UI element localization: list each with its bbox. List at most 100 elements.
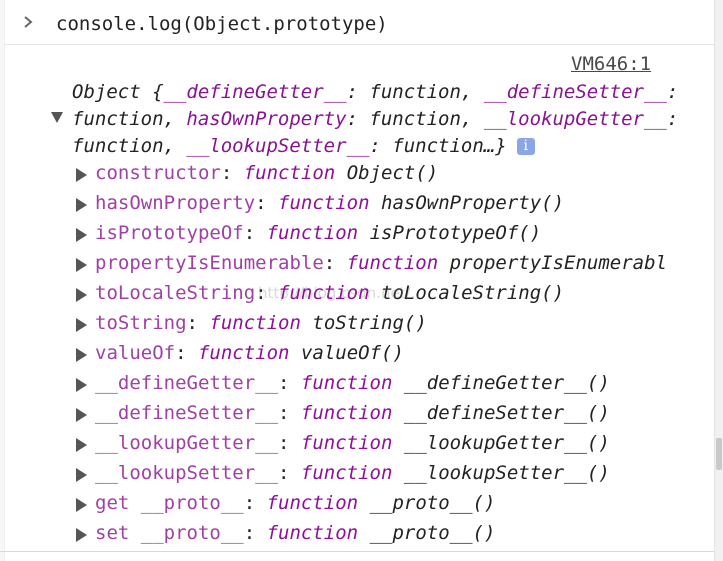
- vertical-scrollbar[interactable]: [714, 0, 723, 561]
- spacer: [335, 162, 346, 184]
- object-summary[interactable]: Object {__defineGetter__: function, __de…: [72, 79, 712, 160]
- triangle-right-icon[interactable]: [76, 408, 87, 422]
- function-keyword: function: [300, 432, 393, 454]
- triangle-right-icon[interactable]: [76, 288, 87, 302]
- triangle-right-icon[interactable]: [76, 198, 87, 212]
- function-keyword: function: [266, 522, 359, 544]
- property-colon: :: [186, 312, 210, 334]
- spacer: [438, 252, 449, 274]
- triangle-right-icon[interactable]: [76, 438, 87, 452]
- property-row[interactable]: isPrototypeOf: function isPrototypeOf(): [76, 220, 716, 250]
- summary-text: :: [666, 108, 679, 130]
- property-text: __lookupSetter__: function __lookupSette…: [95, 462, 610, 484]
- property-row[interactable]: __lookupGetter__: function __lookupGette…: [76, 430, 716, 460]
- property-row[interactable]: __defineSetter__: function __defineSette…: [76, 400, 716, 430]
- function-name: __proto__(): [369, 492, 496, 514]
- spacer: [358, 492, 369, 514]
- property-row[interactable]: toLocaleString: function toLocaleString(…: [76, 280, 716, 310]
- triangle-right-icon[interactable]: [76, 378, 87, 392]
- triangle-right-icon[interactable]: [76, 168, 87, 182]
- property-key: get __proto__: [95, 492, 244, 514]
- spacer: [370, 192, 381, 214]
- spacer: [392, 372, 403, 394]
- function-keyword: function: [300, 402, 393, 424]
- function-keyword: function: [278, 192, 370, 214]
- property-row[interactable]: valueOf: function valueOf(): [76, 340, 716, 370]
- function-keyword: function: [266, 492, 359, 514]
- summary-line: function, hasOwnProperty: function, __lo…: [72, 106, 712, 133]
- summary-text: function,: [72, 108, 187, 130]
- triangle-right-icon[interactable]: [76, 228, 87, 242]
- triangle-right-icon[interactable]: [76, 468, 87, 482]
- function-name: hasOwnProperty(): [381, 192, 565, 214]
- spacer: [392, 462, 403, 484]
- property-text: propertyIsEnumerable: function propertyI…: [95, 252, 667, 274]
- property-key: set __proto__: [95, 522, 244, 544]
- property-colon: :: [323, 252, 347, 274]
- property-row[interactable]: propertyIsEnumerable: function propertyI…: [76, 250, 716, 280]
- property-key: valueOf: [95, 342, 176, 364]
- property-key: __lookupSetter__: [95, 462, 279, 484]
- function-name: toString(): [312, 312, 427, 334]
- function-name: __defineGetter__(): [403, 372, 610, 394]
- property-row[interactable]: __lookupSetter__: function __lookupSette…: [76, 460, 716, 490]
- property-row[interactable]: get __proto__: function __proto__(): [76, 490, 716, 520]
- triangle-right-icon[interactable]: [76, 318, 87, 332]
- property-colon: :: [278, 402, 301, 424]
- summary-text: : function,: [346, 81, 484, 103]
- property-colon: :: [175, 342, 198, 364]
- info-icon[interactable]: i: [516, 138, 535, 155]
- property-text: __defineSetter__: function __defineSette…: [95, 402, 610, 424]
- summary-text: :: [666, 81, 679, 103]
- scrollbar-thumb[interactable]: [716, 438, 722, 470]
- summary-text: : function,: [346, 108, 484, 130]
- console-divider: [0, 551, 715, 552]
- function-name: __defineSetter__(): [403, 402, 610, 424]
- property-list: constructor: function Object() hasOwnProp…: [76, 160, 716, 550]
- property-colon: :: [243, 492, 267, 514]
- source-location-link[interactable]: VM646:1: [571, 53, 652, 75]
- function-keyword: function: [266, 222, 359, 244]
- property-text: toString: function toString(): [95, 312, 427, 334]
- property-colon: :: [220, 162, 244, 184]
- function-name: toLocaleString(): [381, 282, 565, 304]
- property-key: __defineGetter__: [95, 372, 279, 394]
- triangle-right-icon[interactable]: [76, 348, 87, 362]
- summary-text: function,: [72, 135, 187, 157]
- console-input-row[interactable]: console.log(Object.prototype): [4, 0, 715, 45]
- function-name: __lookupGetter__(): [403, 432, 610, 454]
- function-keyword: function: [278, 282, 370, 304]
- spacer: [358, 522, 369, 544]
- function-keyword: function: [209, 312, 301, 334]
- triangle-right-icon[interactable]: [76, 258, 87, 272]
- property-row[interactable]: set __proto__: function __proto__(): [76, 520, 716, 550]
- triangle-right-icon[interactable]: [76, 528, 87, 542]
- function-name: valueOf(): [300, 342, 404, 364]
- function-name: propertyIsEnumerabl: [449, 252, 667, 274]
- summary-key: hasOwnProperty: [186, 108, 347, 130]
- property-text: constructor: function Object(): [95, 162, 438, 184]
- property-key: isPrototypeOf: [95, 222, 244, 244]
- property-row[interactable]: hasOwnProperty: function hasOwnProperty(…: [76, 190, 716, 220]
- watermark-text: http://blog.csdn.net/...: [258, 284, 425, 302]
- property-colon: :: [278, 432, 301, 454]
- property-row[interactable]: toString: function toString(): [76, 310, 716, 340]
- summary-text: Object {: [72, 81, 164, 103]
- function-name: __lookupSetter__(): [403, 462, 610, 484]
- property-colon: :: [255, 192, 279, 214]
- property-text: isPrototypeOf: function isPrototypeOf(): [95, 222, 541, 244]
- triangle-right-icon[interactable]: [76, 498, 87, 512]
- property-row[interactable]: constructor: function Object(): [76, 160, 716, 190]
- summary-key: __defineGetter__: [163, 81, 347, 103]
- property-colon: :: [243, 222, 267, 244]
- property-text: valueOf: function valueOf(): [95, 342, 404, 364]
- triangle-down-icon[interactable]: [50, 110, 64, 124]
- property-row[interactable]: __defineGetter__: function __defineGette…: [76, 370, 716, 400]
- property-colon: :: [243, 522, 267, 544]
- property-key: __lookupGetter__: [95, 432, 279, 454]
- function-keyword: function: [197, 342, 290, 364]
- property-colon: :: [278, 462, 301, 484]
- spacer: [301, 312, 312, 334]
- property-text: toLocaleString: function toLocaleString(…: [95, 282, 564, 304]
- spacer: [289, 342, 300, 364]
